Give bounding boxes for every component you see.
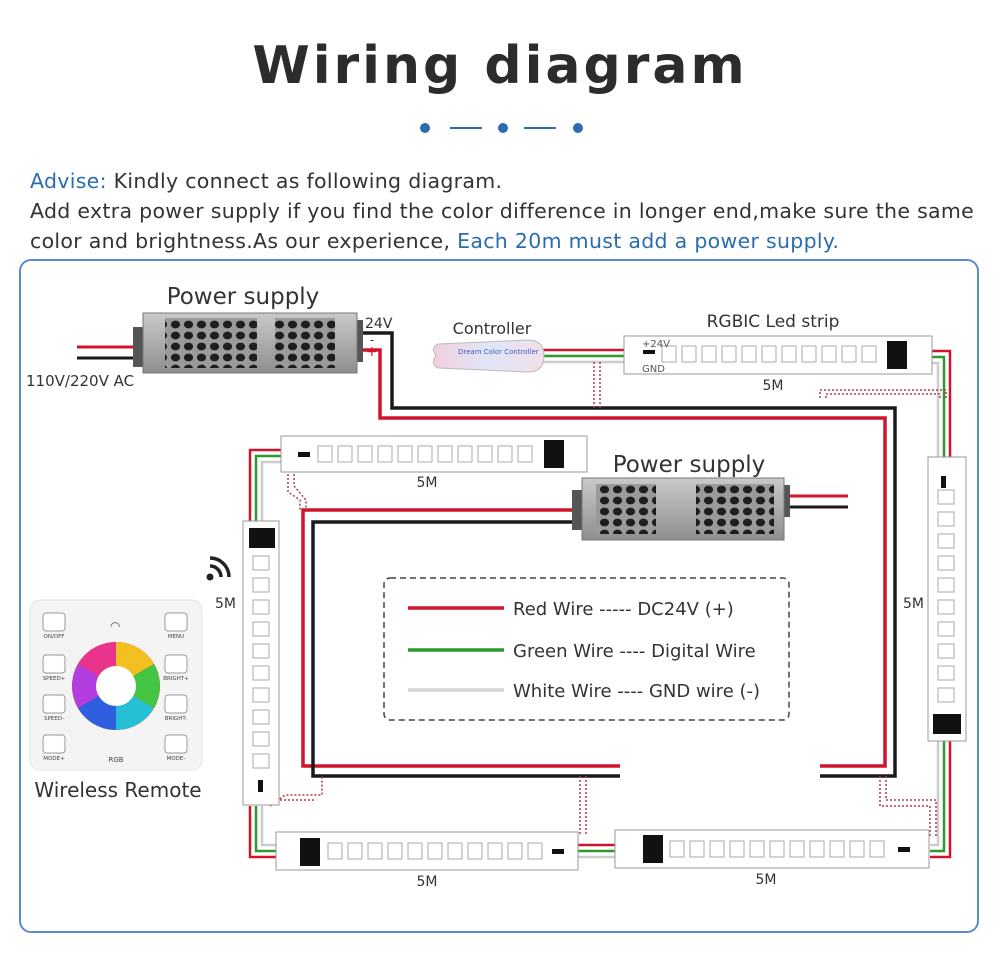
color-wheel-icon [72, 642, 160, 730]
remote-label: Wireless Remote [34, 778, 201, 802]
remote-btn-mode-down: MODE- [167, 756, 186, 762]
remote-rgb-label: RGB [108, 756, 123, 764]
wifi-signal-icon [206, 556, 231, 581]
led-strip-top: RGBIC Led strip +24V GND 5M [623, 312, 933, 394]
main-feed-wires [363, 331, 897, 778]
remote-btn-bright-down: BRIGHT- [165, 716, 187, 722]
ac-input-label: 110V/220V AC [26, 372, 134, 390]
led-strip-middle: 5M [280, 435, 588, 491]
led-strip-bottom-left: 5M [275, 831, 579, 890]
length-label-right: 5M [903, 596, 924, 612]
length-label-top: 5M [763, 378, 784, 394]
remote-wifi-icon: ◠ [110, 619, 120, 633]
remote-btn-speed-down: SPEED- [44, 716, 64, 722]
psu1-plus-label: + [366, 344, 378, 360]
legend-red-label: Red Wire ----- DC24V (+) [513, 599, 734, 620]
legend-white-label: White Wire ---- GND wire (-) [513, 681, 760, 702]
strip-plus-label: +24V [642, 339, 670, 350]
controller-device-text: Dream Color Controller [458, 348, 539, 356]
controller: Controller Dream Color Controller [432, 319, 545, 373]
length-label-left: 5M [215, 596, 236, 612]
diagram-frame [19, 259, 979, 933]
advise-line2: Add extra power supply if you find the c… [30, 199, 975, 253]
strip-ground-jumpers [269, 362, 947, 836]
strip-link-wires [248, 348, 952, 859]
led-strip-right: 5M [903, 456, 967, 742]
remote-btn-bright-up: BRIGHT+ [163, 676, 189, 682]
length-label-bottom-right: 5M [756, 872, 777, 888]
power-supply-1: Power supply 24V - + 110V/220V AC [26, 284, 393, 390]
led-strip-left: 5M [215, 520, 280, 806]
black-psu2-wire [311, 520, 620, 778]
secondary-psu-wires [301, 494, 848, 778]
legend-green-label: Green Wire ---- Digital Wire [513, 641, 756, 662]
wireless-remote: ◠ ON/OFF MENU SPEED+ BRIGHT+ SPEED- BRIG… [29, 556, 231, 802]
power-supply-2-label: Power supply [613, 452, 766, 478]
remote-btn-speed-up: SPEED+ [43, 676, 66, 682]
voltage-24v-label: 24V [365, 316, 393, 332]
advise-line1: Kindly connect as following diagram. [106, 169, 503, 193]
ac-input-wires [77, 345, 133, 360]
page-title: Wiring diagram [252, 36, 748, 96]
psu1-minus-label: - [370, 333, 374, 347]
red-feed-wire [363, 348, 887, 768]
length-label-middle: 5M [417, 475, 438, 491]
led-strip-bottom-right: 5M [614, 829, 930, 888]
red-psu2-wire [301, 508, 620, 768]
advise-label: Advise: [30, 169, 107, 193]
strip-gnd-label: GND [642, 364, 665, 375]
remote-btn-onoff: ON/OFF [44, 634, 65, 640]
wire-legend: Red Wire ----- DC24V (+) Green Wire ----… [383, 577, 790, 721]
black-feed-wire [363, 331, 897, 778]
controller-label: Controller [453, 319, 532, 338]
remote-btn-menu: MENU [168, 634, 184, 640]
advise-text: Advise: Kindly connect as following diag… [30, 166, 980, 256]
power-supply-1-label: Power supply [167, 284, 320, 310]
length-label-bottom-left: 5M [417, 874, 438, 890]
remote-btn-mode-up: MODE+ [43, 756, 65, 762]
title-decoration [420, 123, 583, 133]
strip-title-label: RGBIC Led strip [707, 312, 840, 332]
advise-highlight: Each 20m must add a power supply. [457, 229, 840, 253]
power-supply-2: Power supply [572, 452, 790, 541]
